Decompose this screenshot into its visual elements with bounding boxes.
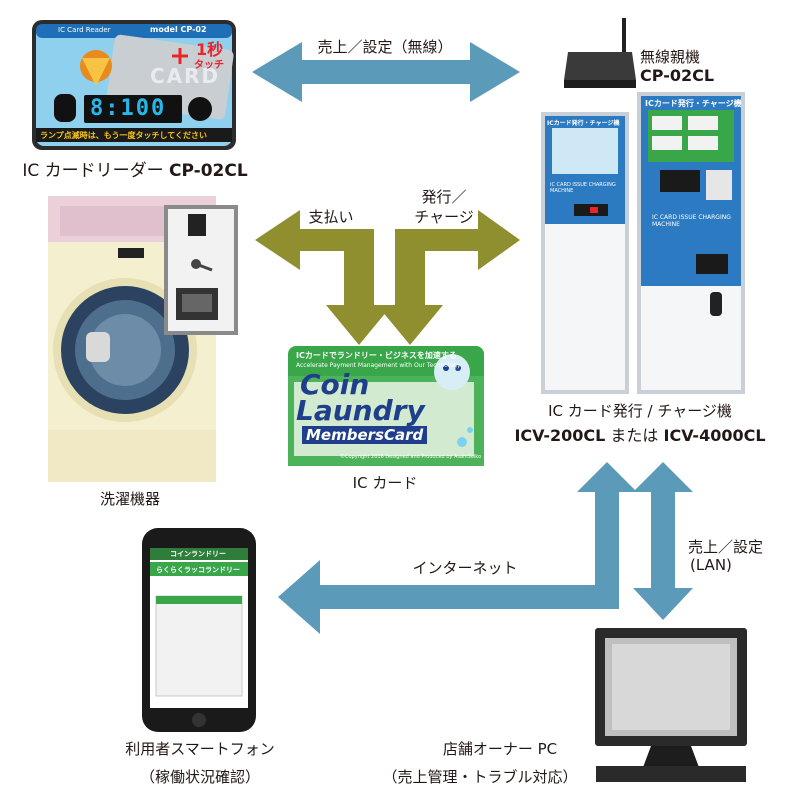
card-caption: IC カード	[352, 474, 418, 492]
reader-caption-prefix: IC カードリーダー	[22, 161, 170, 181]
pc-caption-line1: 店舗オーナー PC	[442, 740, 558, 758]
reader-card-word: CARD	[150, 64, 221, 88]
card-word-coin: Coin	[300, 368, 370, 401]
wireless-double-arrow	[252, 42, 520, 102]
reader-caption: IC カードリーダー CP-02CL	[20, 156, 250, 181]
kiosk-model-4000: ICV-4000CL	[663, 426, 766, 445]
wireless-model: CP-02CL	[640, 66, 715, 85]
card-tagline: ICカードでランドリー・ビジネスを加速する	[296, 351, 457, 360]
label-lan-line1: 売上／設定	[688, 538, 764, 556]
reader-brand: IC Card Reader	[58, 26, 111, 34]
phone-caption-line2: （稼働状況確認）	[139, 768, 260, 786]
label-lan-line2: (LAN)	[690, 556, 732, 574]
card-copyright: ©Copyright 2016 Designed and Produced by…	[340, 454, 482, 460]
phone-app-title: コインランドリー	[170, 550, 226, 558]
small-kiosk-header: ICカード発行・チャージ機	[547, 120, 620, 127]
reader-caption-model: CP-02CL	[169, 161, 248, 181]
payment-arrow	[255, 210, 392, 345]
kiosk-caption-line1: IC カード発行 / チャージ機	[548, 402, 732, 420]
lan-double-arrow	[633, 462, 693, 620]
phone-banner: らくらくラッコランドリー	[156, 566, 240, 574]
reader-model-label: model CP-02	[150, 25, 207, 34]
reader-badge-number: 1秒	[196, 40, 224, 59]
label-payment: 支払い	[308, 208, 354, 226]
card-tagline-en: Accelerate Payment Management with Our T…	[296, 362, 461, 369]
card-word-members: MembersCard	[302, 426, 428, 444]
card-word-laundry: Laundry	[296, 394, 425, 427]
internet-arrow	[278, 462, 637, 634]
label-internet: インターネット	[412, 559, 518, 577]
label-issue-line1: 発行／	[421, 188, 467, 206]
pc-caption-line2: （売上管理・トラブル対応）	[382, 768, 578, 786]
kiosk-model-200: ICV-200CL	[514, 426, 606, 445]
large-kiosk-header: ICカード発行・チャージ機	[645, 99, 742, 108]
small-kiosk-logo: IC CARD ISSUE CHARGING MACHINE	[550, 182, 616, 194]
label-sales-settings-wireless: 売上／設定（無線）	[317, 38, 453, 56]
reader-badge-text: タッチ	[194, 60, 224, 71]
reader-display: 8:100	[90, 96, 167, 121]
large-kiosk-logo: IC CARD ISSUE CHARGING MACHINE	[652, 214, 731, 228]
reader-banner: ランプ点滅時は、もう一度タッチしてください	[40, 131, 208, 140]
wireless-caption: 無線親機	[640, 48, 701, 66]
kiosk-caption-line2: ICV-200CL または ICV-4000CL	[480, 422, 800, 446]
phone-caption-line1: 利用者スマートフォン	[125, 740, 275, 758]
kiosk-or: または	[605, 426, 664, 445]
issue-charge-arrow	[377, 210, 520, 345]
label-issue-line2: チャージ	[414, 208, 474, 226]
washer-caption: 洗濯機器	[99, 490, 160, 508]
